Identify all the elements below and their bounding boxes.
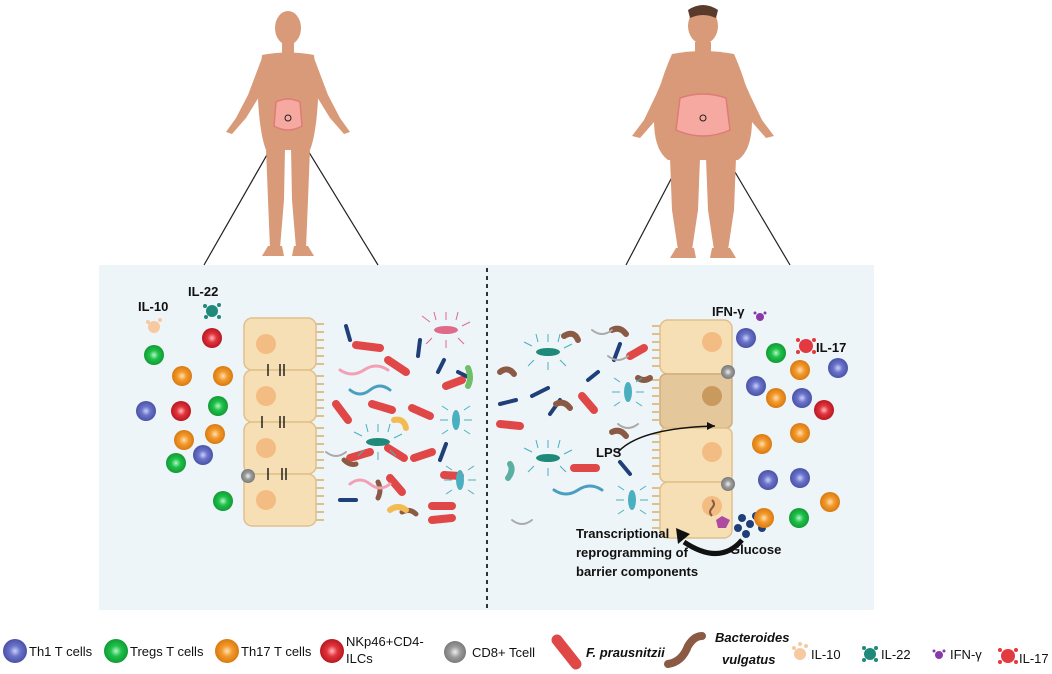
flagellated-bacteria — [353, 311, 476, 495]
th17-cell — [754, 508, 774, 528]
legend-th1-label: Th1 T cells — [29, 644, 93, 659]
transcriptional-label-2: reprogramming of — [576, 545, 688, 560]
treg-cell — [166, 453, 186, 473]
legend-bvulgatus-label-1: Bacteroides — [715, 630, 790, 645]
lean-human-figure — [226, 11, 350, 256]
lps-label: LPS — [596, 445, 622, 460]
lean-immune-cells — [136, 328, 233, 511]
th1-cell — [758, 470, 778, 490]
legend-il17-icon — [998, 648, 1018, 664]
cd8-cell — [721, 477, 735, 491]
legend-tregs-label: Tregs T cells — [130, 644, 204, 659]
ifng-cytokine-icon — [753, 311, 767, 321]
th17-cell — [213, 366, 233, 386]
obese-human-figure — [632, 5, 774, 258]
th1-cell — [136, 401, 156, 421]
reprogramming-arrow — [682, 538, 744, 556]
th17-cell — [205, 424, 225, 444]
glucose-transporter-icon — [716, 516, 730, 528]
legend-il17-label: IL-17 — [1019, 651, 1049, 666]
legend-fprausnitzii-icon — [551, 634, 582, 670]
nkp46-cell — [202, 328, 222, 348]
legend-il10-icon — [792, 642, 808, 660]
nucleus-fragment-icon — [709, 499, 715, 517]
treg-cell — [789, 508, 809, 528]
obese-zoom-point — [699, 114, 707, 122]
th17-cell — [752, 434, 772, 454]
il17-label: IL-17 — [816, 340, 847, 355]
legend-ifng-label: IFN-γ — [950, 647, 982, 662]
legend-cd8-label: CD8+ Tcell — [472, 645, 535, 660]
legend-cd8-icon — [444, 641, 466, 663]
lean-zoom-point — [284, 114, 292, 122]
lean-lumen-bacteria — [325, 324, 473, 524]
il10-label: IL-10 — [138, 299, 169, 314]
treg-cell — [208, 396, 228, 416]
legend — [3, 632, 1018, 670]
obese-immune-cells — [736, 328, 848, 528]
transcriptional-label-3: barrier components — [576, 564, 699, 579]
legend-bvulgatus-icon — [664, 632, 706, 668]
treg-cell — [766, 343, 786, 363]
legend-ifng-icon — [932, 649, 946, 659]
th17-cell — [172, 366, 192, 386]
legend-il10-label: IL-10 — [811, 647, 841, 662]
legend-bvulgatus-label-2: vulgatus — [722, 652, 776, 667]
treg-cell — [144, 345, 164, 365]
th1-cell — [828, 358, 848, 378]
il22-label: IL-22 — [188, 284, 219, 299]
th1-cell — [792, 388, 812, 408]
lps-arrow — [617, 425, 716, 453]
legend-il22-icon — [862, 646, 878, 662]
legend-nkp46-label-2: ILCs — [346, 651, 373, 666]
th1-cell — [790, 468, 810, 488]
reprogramming-arrowhead — [676, 528, 690, 544]
treg-cell — [213, 491, 233, 511]
obese-epithelium — [652, 319, 733, 539]
il22-cytokine-icon — [203, 303, 221, 319]
legend-th17-icon — [215, 639, 239, 663]
th17-cell — [790, 423, 810, 443]
transcriptional-label-1: Transcriptional — [576, 526, 670, 541]
cd8-cell — [241, 469, 255, 483]
il17-cytokine-icon — [796, 338, 816, 354]
obese-lumen-bacteria — [496, 325, 653, 525]
th17-cell — [766, 388, 786, 408]
legend-nkp46-label-1: NKp46+CD4- — [346, 634, 424, 649]
cd8-cell — [721, 365, 735, 379]
th1-cell — [193, 445, 213, 465]
legend-th1-icon — [3, 639, 27, 663]
glucose-label: Glucose — [730, 542, 782, 557]
il10-cytokine-icon — [146, 318, 162, 333]
lean-epithelium — [243, 317, 324, 527]
th17-cell — [820, 492, 840, 512]
ifng-label: IFN-γ — [712, 304, 745, 319]
th17-cell — [174, 430, 194, 450]
nkp46-cell — [171, 401, 191, 421]
legend-tregs-icon — [104, 639, 128, 663]
th1-cell — [746, 376, 766, 396]
lps-arrowhead — [707, 422, 715, 430]
legend-il22-label: IL-22 — [881, 647, 911, 662]
legend-fprausnitzii-label: F. prausnitzii — [586, 645, 665, 660]
nkp46-cell — [814, 400, 834, 420]
th1-cell — [736, 328, 756, 348]
legend-nkp46-icon — [320, 639, 344, 663]
legend-th17-label: Th17 T cells — [241, 644, 312, 659]
obese-flagellated-bacteria — [523, 333, 648, 515]
th17-cell — [790, 360, 810, 380]
